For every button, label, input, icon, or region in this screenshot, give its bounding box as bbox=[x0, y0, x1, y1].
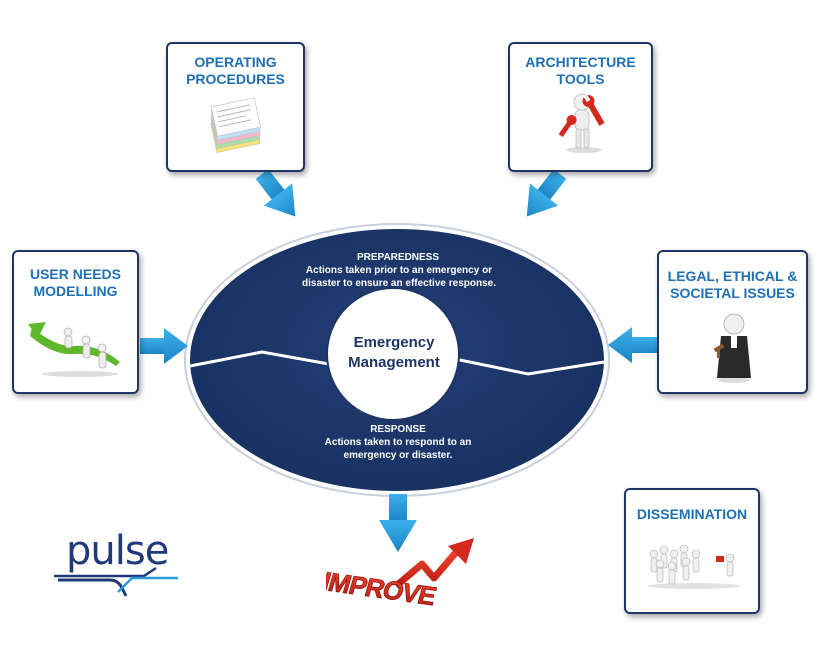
response-text: Actions taken to respond to an emergency… bbox=[324, 437, 472, 461]
crowd-figures-icon bbox=[648, 544, 740, 589]
growth-arrow-figures-icon bbox=[28, 322, 120, 377]
response-heading: RESPONSE bbox=[370, 424, 426, 435]
arrow-operating-procedures bbox=[255, 169, 296, 217]
user-needs-title: USER NEEDS MODELLING bbox=[29, 266, 122, 299]
figure-with-wrench-icon bbox=[558, 93, 605, 153]
pulse-logo-text: pulse bbox=[66, 528, 169, 574]
architecture-tools-box: ARCHITECTURE TOOLS bbox=[508, 42, 653, 172]
judge-figure-icon bbox=[713, 313, 751, 383]
arrow-legal bbox=[608, 327, 658, 363]
pulse-logo-wave bbox=[54, 566, 178, 597]
legal-box: LEGAL, ETHICAL & SOCIETAL ISSUES bbox=[657, 250, 808, 394]
center-label: Emergency Management bbox=[348, 334, 440, 371]
preparedness-heading: PREPAREDNESS bbox=[356, 252, 440, 263]
documents-stack-icon bbox=[210, 97, 261, 154]
improve-trend-arrow bbox=[393, 547, 461, 589]
center-circle bbox=[326, 287, 460, 421]
dissemination-title: DISSEMINATION bbox=[636, 506, 748, 522]
improve-graphic: IMPROVE bbox=[326, 538, 474, 611]
operating-procedures-title: OPERATING PROCEDURES bbox=[186, 54, 285, 87]
preparedness-text: Actions taken prior to an emergency or d… bbox=[302, 265, 496, 289]
arrow-improve bbox=[379, 494, 417, 552]
improve-text: IMPROVE bbox=[326, 566, 440, 611]
arrow-user-needs bbox=[140, 328, 188, 364]
arrow-architecture-tools bbox=[526, 169, 567, 217]
architecture-tools-title: ARCHITECTURE TOOLS bbox=[525, 54, 636, 87]
improve-arrow-head bbox=[448, 538, 474, 564]
legal-title: LEGAL, ETHICAL & SOCIETAL ISSUES bbox=[667, 268, 798, 301]
user-needs-box: USER NEEDS MODELLING bbox=[12, 250, 139, 394]
operating-procedures-box: OPERATING PROCEDURES bbox=[166, 42, 305, 172]
dissemination-box: DISSEMINATION bbox=[624, 488, 760, 614]
